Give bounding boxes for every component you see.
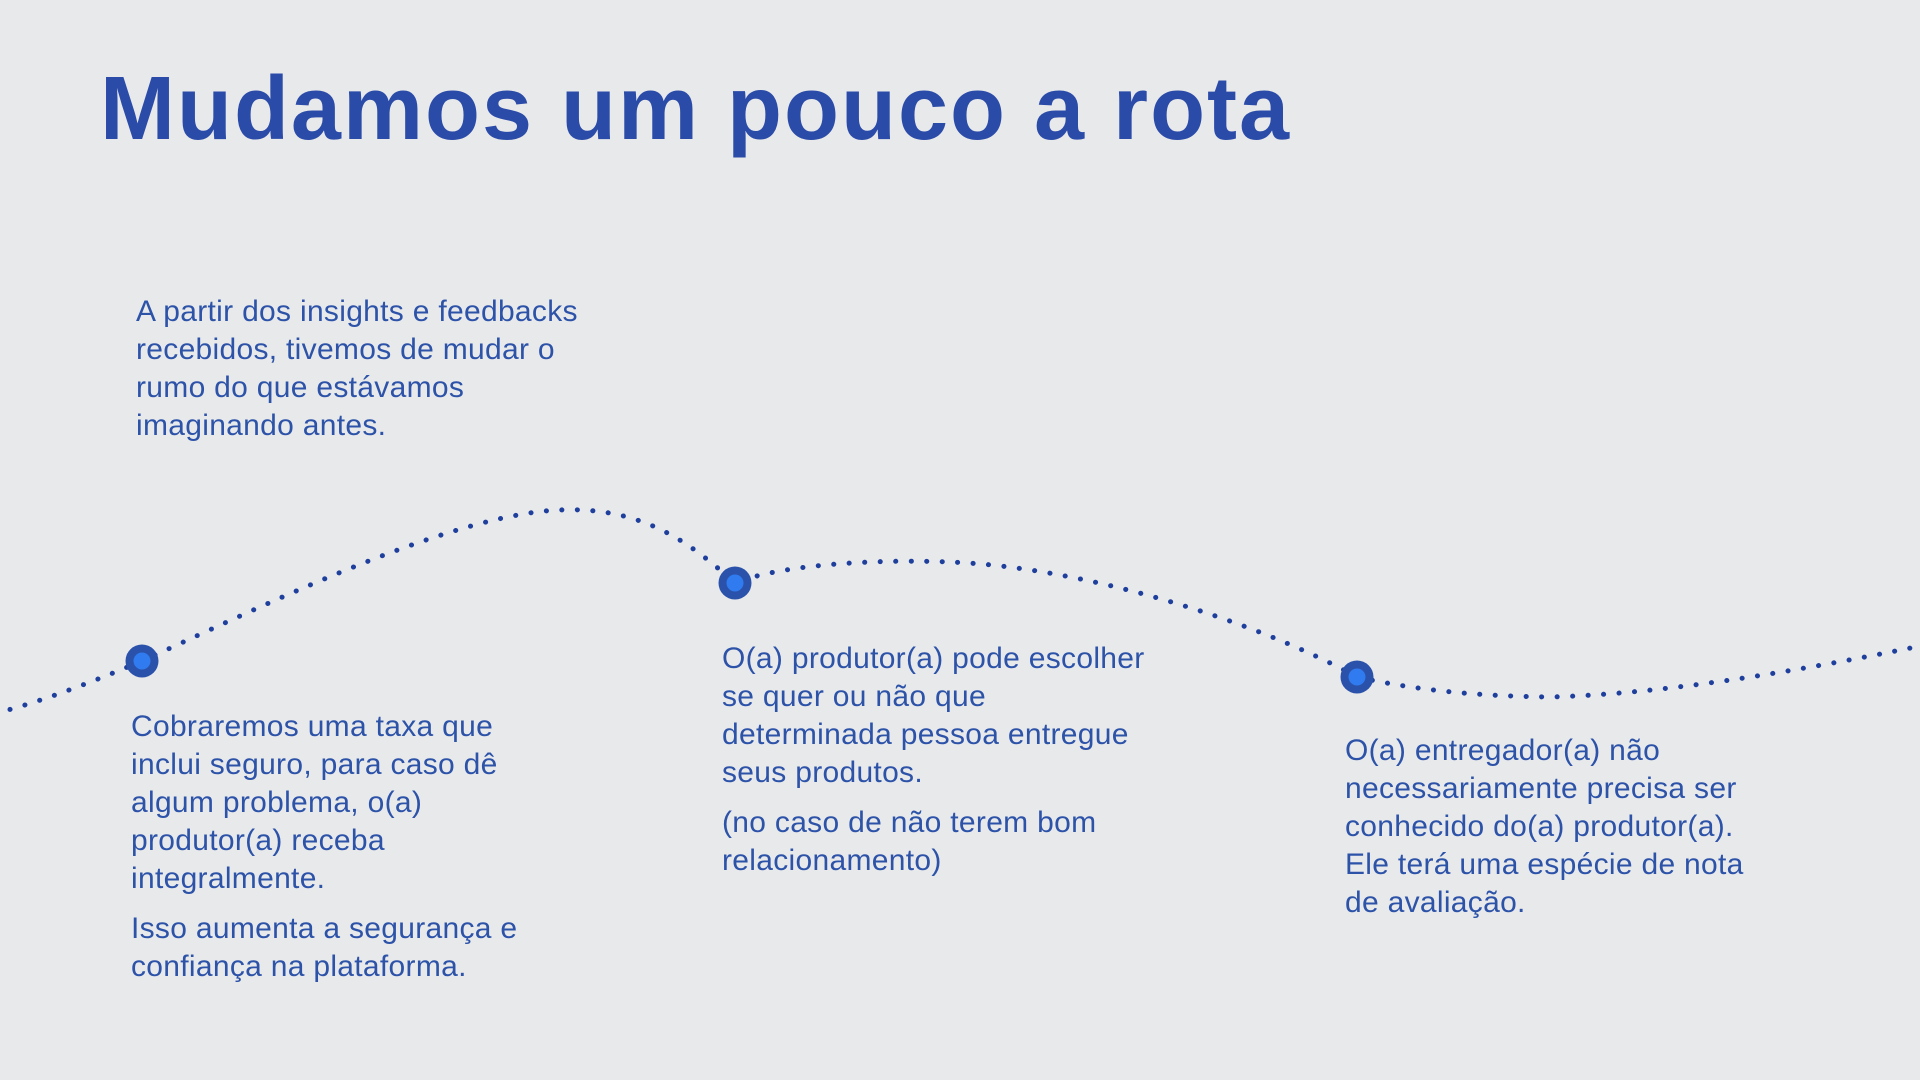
route-marker-outer [125,644,159,678]
route-marker-outer [1340,660,1374,694]
route-marker-inner [726,574,744,592]
step-paragraph: (no caso de não terem bom relacionamento… [722,806,1097,877]
intro-paragraph: A partir dos insights e feedbacks recebi… [136,295,578,442]
route-marker-1 [125,644,159,678]
route-marker-2 [718,566,752,600]
route-marker-3 [1340,660,1374,694]
route-step-3: O(a) entregador(a) não necessariamente p… [1345,732,1744,934]
step-paragraph: O(a) produtor(a) pode escolher se quer o… [722,642,1145,789]
route-marker-inner [133,652,151,670]
route-marker-inner [1348,668,1366,686]
route-step-2: O(a) produtor(a) pode escolher se quer o… [722,640,1145,892]
page-title: Mudamos um pouco a rota [100,59,1292,159]
step-paragraph: Cobraremos uma taxa que inclui seguro, p… [131,710,498,895]
route-step-1: Cobraremos uma taxa que inclui seguro, p… [131,708,517,998]
route-marker-outer [718,566,752,600]
step-paragraph: O(a) entregador(a) não necessariamente p… [1345,734,1744,919]
step-paragraph: Isso aumenta a segurança e confiança na … [131,912,518,983]
